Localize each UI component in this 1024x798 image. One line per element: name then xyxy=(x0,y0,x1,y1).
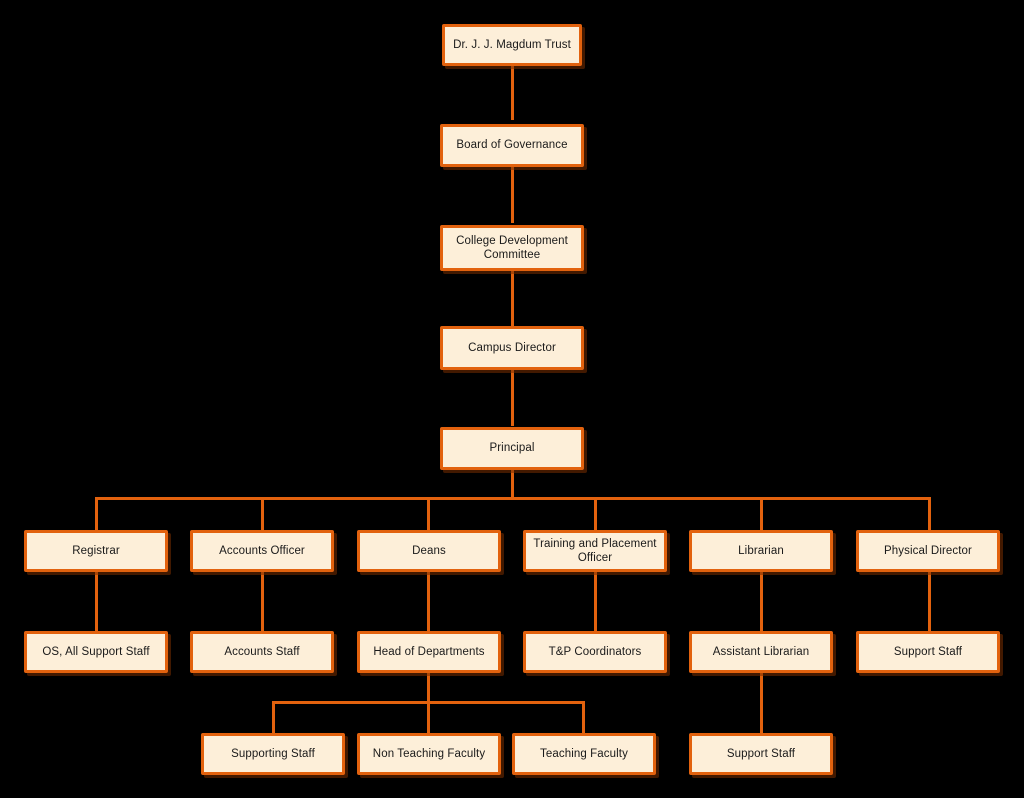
node-registrar-label: Registrar xyxy=(72,544,120,557)
connector-assistant-librarian-to-support-staff xyxy=(760,673,763,733)
node-physical-director-label: Physical Director xyxy=(884,544,972,557)
node-board-of-governance-label: Board of Governance xyxy=(456,139,568,152)
node-head-of-departments[interactable]: Head of Departments xyxy=(357,631,501,673)
node-assistant-librarian[interactable]: Assistant Librarian xyxy=(689,631,833,673)
connector-sub-bus-drop-non-teaching-faculty xyxy=(427,701,430,733)
node-librarian-support-staff-label: Support Staff xyxy=(726,747,796,760)
node-principal[interactable]: Principal xyxy=(440,427,584,470)
node-supporting-staff-label: Supporting Staff xyxy=(231,747,315,760)
connector-bus-drop-accounts-officer xyxy=(261,497,264,530)
node-head-of-departments-label: Head of Departments xyxy=(373,645,485,658)
node-physical-director-support-staff-label: Support Staff xyxy=(893,645,963,658)
node-trust[interactable]: Dr. J. J. Magdum Trust xyxy=(442,24,582,66)
connector-accounts-officer-to-accounts-staff xyxy=(261,572,264,631)
node-teaching-faculty-label: Teaching Faculty xyxy=(540,747,628,760)
connector-deans-to-head-of-departments xyxy=(427,572,430,631)
connector-bus-drop-deans xyxy=(427,497,430,530)
connector-cdc-to-campus-director xyxy=(511,271,514,326)
node-physical-director[interactable]: Physical Director xyxy=(856,530,1000,572)
connector-board-to-cdc xyxy=(511,167,514,223)
connector-registrar-to-os-support-staff xyxy=(95,572,98,631)
node-college-development-committee-label: College Development Committee xyxy=(456,234,568,261)
node-os-all-support-staff[interactable]: OS, All Support Staff xyxy=(24,631,168,673)
connector-trust-to-board xyxy=(511,66,514,120)
node-college-development-committee[interactable]: College Development Committee xyxy=(440,225,584,271)
connector-physical-director-to-support-staff xyxy=(928,572,931,631)
node-deans[interactable]: Deans xyxy=(357,530,501,572)
connector-principal-to-bus xyxy=(511,470,514,500)
node-supporting-staff[interactable]: Supporting Staff xyxy=(201,733,345,775)
node-training-and-placement-officer-label: Training and Placement Officer xyxy=(533,537,657,564)
node-trust-label: Dr. J. J. Magdum Trust xyxy=(453,38,571,51)
connector-campus-director-to-principal xyxy=(511,370,514,426)
node-librarian[interactable]: Librarian xyxy=(689,530,833,572)
node-librarian-label: Librarian xyxy=(738,544,784,557)
node-teaching-faculty[interactable]: Teaching Faculty xyxy=(512,733,656,775)
node-assistant-librarian-label: Assistant Librarian xyxy=(712,645,810,658)
connector-sub-bus-drop-supporting-staff xyxy=(272,701,275,733)
node-accounts-staff-label: Accounts Staff xyxy=(224,645,300,658)
connector-sub-bus-drop-teaching-faculty xyxy=(582,701,585,733)
connector-principal-bus xyxy=(95,497,931,500)
node-librarian-support-staff[interactable]: Support Staff xyxy=(689,733,833,775)
node-accounts-officer[interactable]: Accounts Officer xyxy=(190,530,334,572)
node-accounts-officer-label: Accounts Officer xyxy=(219,544,305,557)
node-accounts-staff[interactable]: Accounts Staff xyxy=(190,631,334,673)
connector-bus-drop-physical-director xyxy=(928,497,931,530)
node-board-of-governance[interactable]: Board of Governance xyxy=(440,124,584,167)
connector-bus-drop-registrar xyxy=(95,497,98,530)
node-physical-director-support-staff[interactable]: Support Staff xyxy=(856,631,1000,673)
connector-bus-drop-librarian xyxy=(760,497,763,530)
connector-librarian-to-assistant-librarian xyxy=(760,572,763,631)
node-tp-coordinators-label: T&P Coordinators xyxy=(548,645,642,658)
node-non-teaching-faculty[interactable]: Non Teaching Faculty xyxy=(357,733,501,775)
node-campus-director[interactable]: Campus Director xyxy=(440,326,584,370)
node-deans-label: Deans xyxy=(412,544,446,557)
node-campus-director-label: Campus Director xyxy=(468,341,556,354)
node-tp-coordinators[interactable]: T&P Coordinators xyxy=(523,631,667,673)
connector-tpo-to-tp-coordinators xyxy=(594,572,597,631)
connector-hod-to-sub-bus xyxy=(427,673,430,703)
node-training-and-placement-officer[interactable]: Training and Placement Officer xyxy=(523,530,667,572)
node-principal-label: Principal xyxy=(489,442,535,455)
node-non-teaching-faculty-label: Non Teaching Faculty xyxy=(372,747,486,760)
node-registrar[interactable]: Registrar xyxy=(24,530,168,572)
connector-bus-drop-tpo xyxy=(594,497,597,530)
node-os-all-support-staff-label: OS, All Support Staff xyxy=(42,645,150,658)
